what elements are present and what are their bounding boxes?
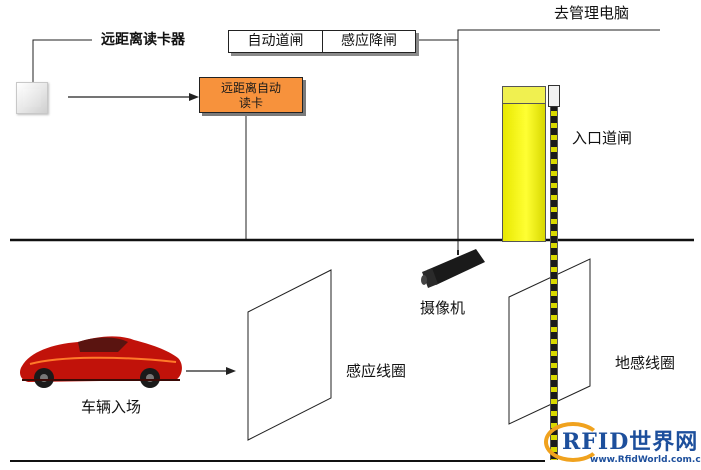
car-icon: [20, 336, 182, 388]
controller-label-line1: 远距离自动: [220, 81, 281, 95]
logo-brand: RFID世界网: [562, 429, 699, 455]
logo-url: www.RfidWorld.com.cn: [590, 455, 701, 465]
entrance-gate-label: 入口道闸: [572, 129, 633, 147]
management-pc-label: 去管理电脑: [554, 4, 630, 22]
logo-ring: [544, 422, 602, 462]
rfidworld-logo: RFID世界网 www.RfidWorld.com.cn: [540, 420, 701, 470]
reader-leader-line: [32, 39, 92, 82]
auto-gate-label: 自动道闸: [229, 31, 323, 52]
rfid-reader-icon: [16, 82, 48, 114]
controller-label-line2: 读卡: [238, 96, 263, 110]
gate-arm: [550, 92, 558, 460]
arrow-head: [226, 367, 236, 375]
induction-loop-label: 感应线圈: [346, 362, 407, 380]
vehicle-entry-label: 车辆入场: [81, 398, 142, 416]
reader-face: [23, 89, 41, 107]
ground-loop-label: 地感线圈: [615, 354, 676, 372]
ground-loop-panel: [508, 258, 591, 425]
reader-title: 远距离读卡器: [101, 32, 185, 48]
gate-top-cap: [502, 86, 546, 104]
induction-lower-label: 感应降闸: [341, 33, 397, 49]
gate-control-box: 自动道闸 感应降闸: [228, 30, 416, 53]
barrier-gate-icon: [502, 86, 546, 242]
camera-icon: [421, 249, 485, 288]
induction-loop-panel: [247, 269, 332, 441]
arrow-head: [189, 93, 199, 101]
pc-line: [457, 29, 660, 250]
controller-box: 远距离自动 读卡: [199, 77, 303, 113]
gate-arm-pivot: [548, 85, 560, 107]
camera-label: 摄像机: [420, 299, 466, 317]
